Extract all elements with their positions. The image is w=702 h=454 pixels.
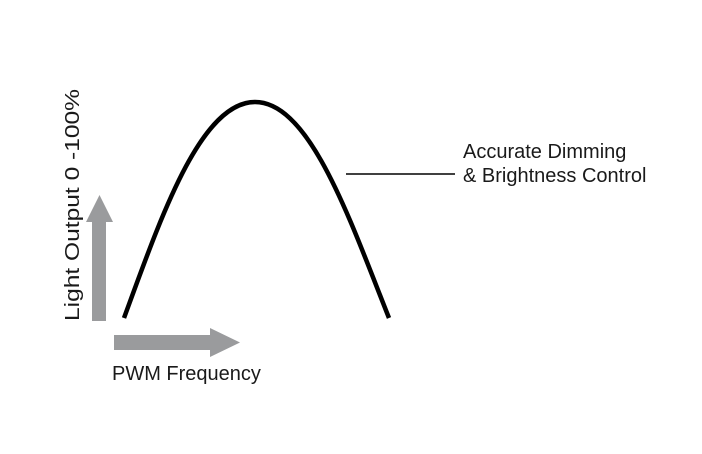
y-axis-label: Light Output 0 -100%	[62, 89, 84, 321]
brightness-curve	[121, 99, 392, 319]
annotation-line-2: & Brightness Control	[463, 165, 646, 187]
annotation-line-1: Accurate Dimming	[463, 141, 626, 163]
x-axis-arrow	[114, 328, 240, 357]
y-axis-arrow	[86, 195, 113, 321]
x-axis-label: PWM Frequency	[112, 363, 261, 385]
